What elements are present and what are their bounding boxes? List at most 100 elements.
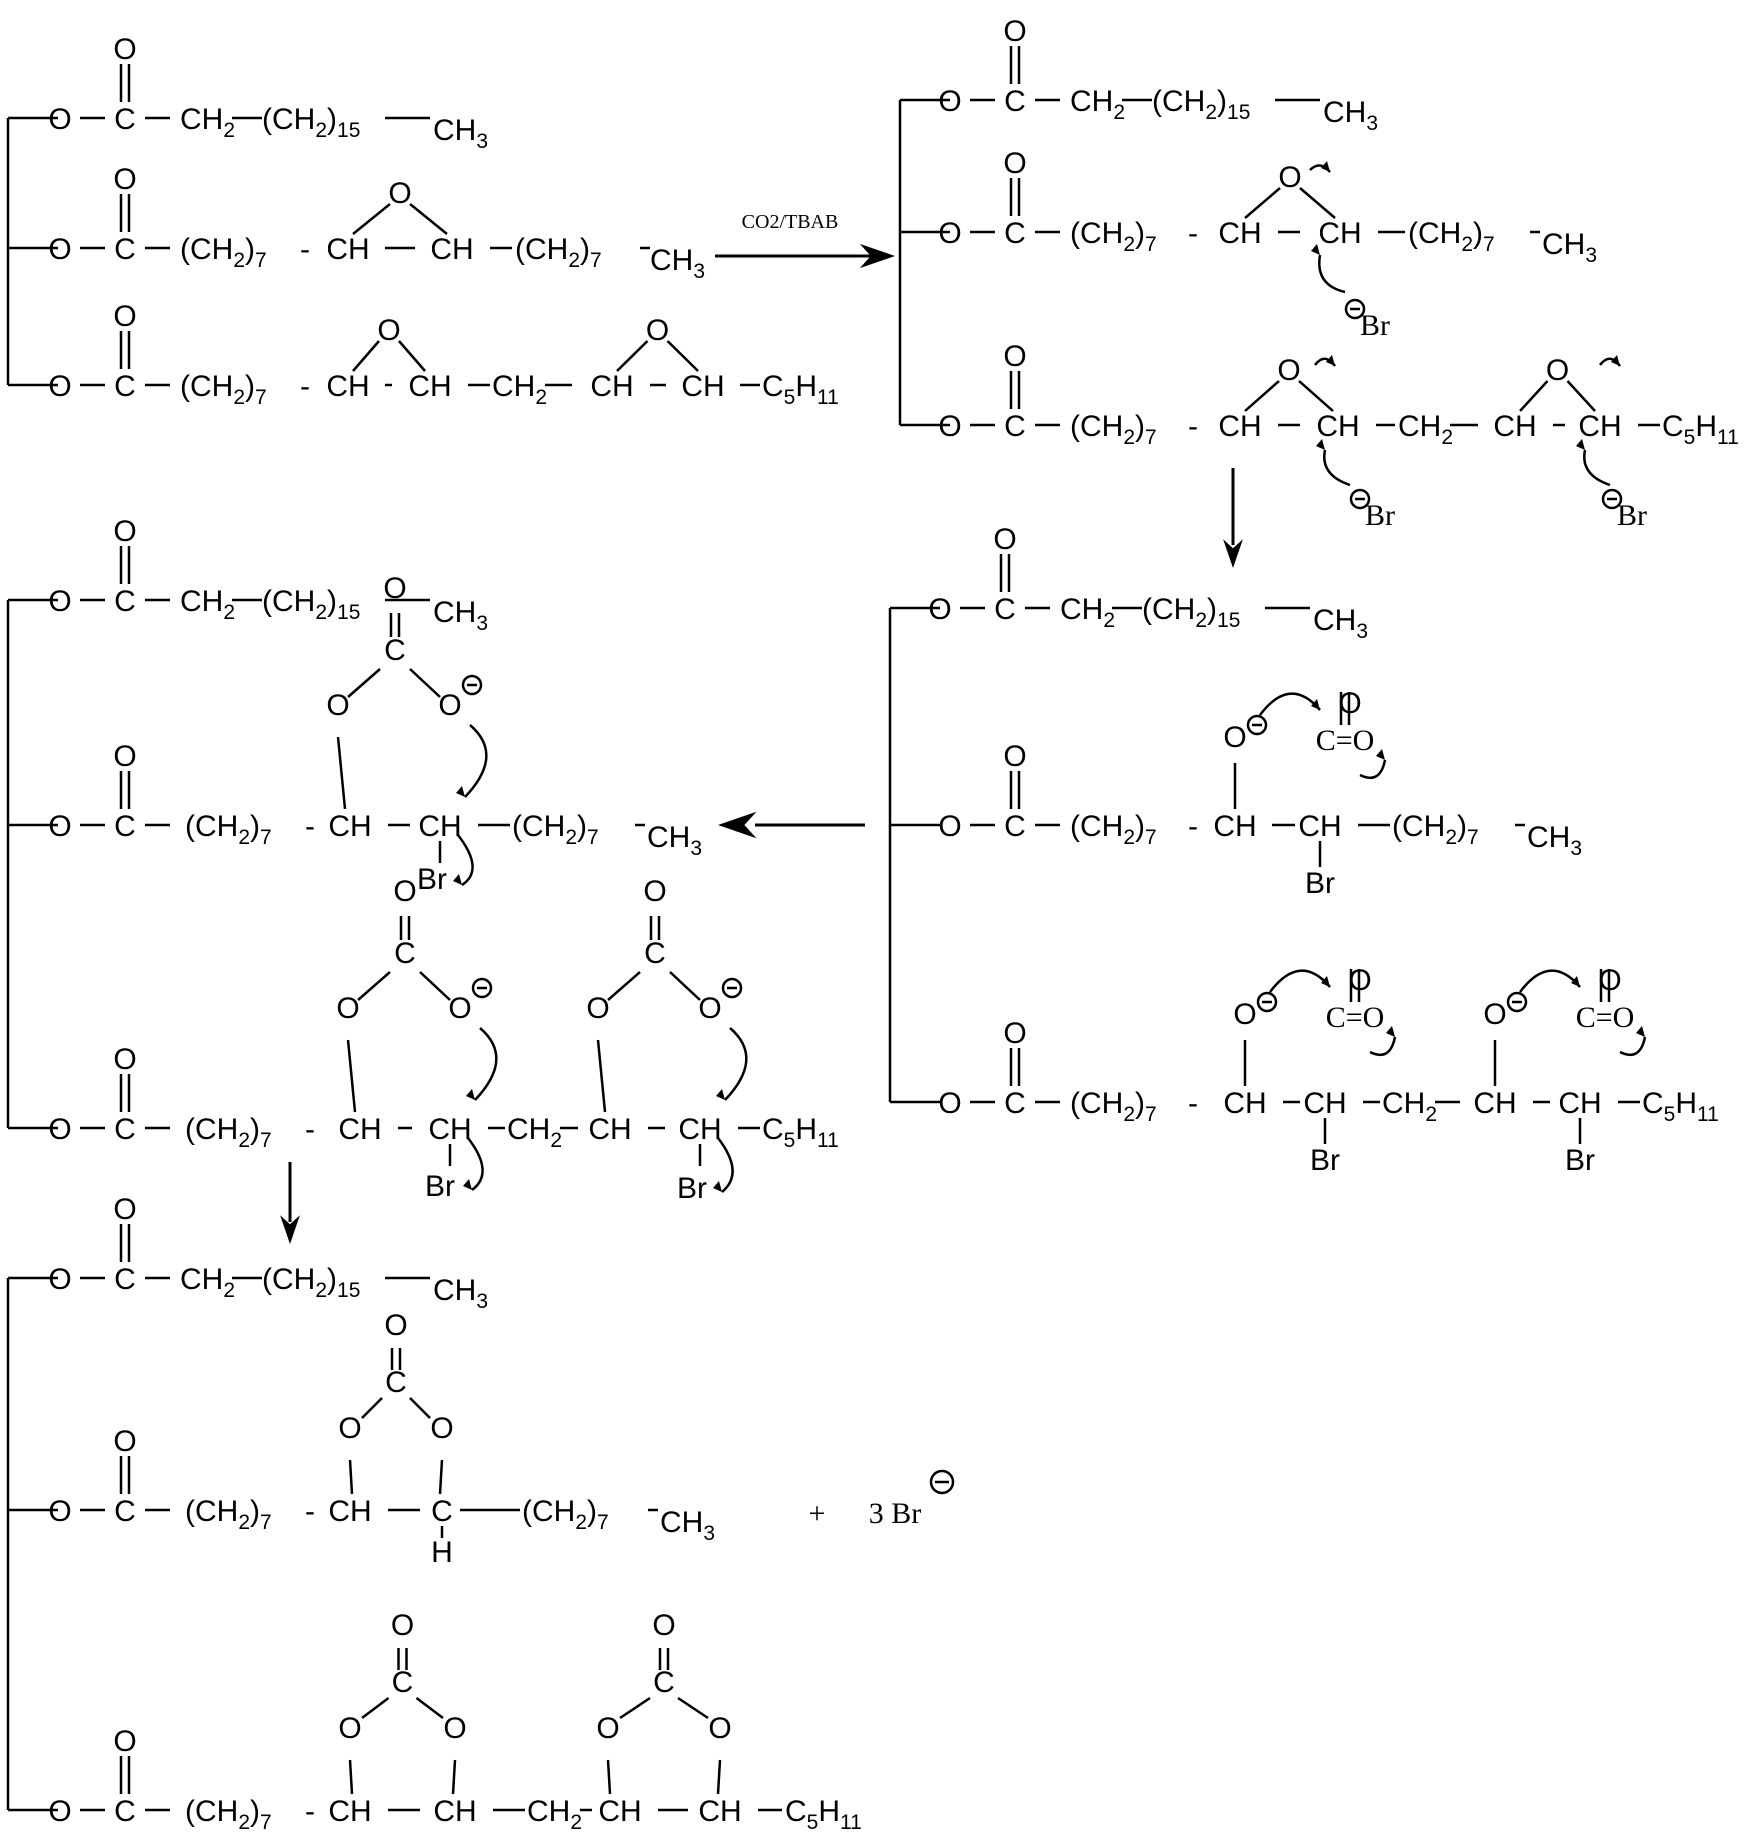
methylene-group: CH2 [1060, 593, 1115, 632]
carbonyl-carbon: C [114, 1795, 136, 1828]
methylene-chain: (CH2)7 [512, 810, 599, 849]
ester-oxygen: O [48, 1495, 71, 1528]
epoxide-bond [409, 203, 448, 235]
curved-arrow-head [716, 1089, 725, 1100]
hydrogen: H [431, 1536, 453, 1569]
bond [716, 1759, 722, 1795]
leaving-group-arrow [467, 1137, 484, 1192]
bond-dash: - [1188, 810, 1198, 843]
epoxide-carbon: CH [1578, 410, 1621, 443]
carbonyl-carbon: C [114, 1113, 136, 1146]
carbonyl-oxygen: O [993, 523, 1016, 556]
ring-oxygen: O [708, 1712, 731, 1745]
carbonate-carbon: C [385, 1366, 407, 1399]
bond-dash: - [300, 233, 310, 266]
bromide-anion: Br [1360, 309, 1390, 342]
epoxide-carbon: CH [1218, 410, 1261, 443]
electron-shift-arrow [1619, 1036, 1647, 1057]
methylene-chain: (CH2)7 [522, 1495, 609, 1534]
pentyl-group: C5H11 [1662, 410, 1739, 449]
epoxide-carbon: CH [326, 370, 369, 403]
curved-arrow-head [1311, 244, 1320, 255]
methylene-chain: (CH2)7 [1408, 217, 1495, 256]
nucleophilic-attack-arrow [1583, 449, 1611, 487]
carbonate-oxygen: O [336, 992, 359, 1025]
epoxide-bond [1566, 380, 1596, 412]
methylene-group: CH2 [180, 103, 235, 142]
ester-oxygen: O [48, 1113, 71, 1146]
epoxide-carbon: CH [1316, 410, 1359, 443]
curved-arrow-head [1321, 161, 1330, 172]
epoxide-bond [352, 340, 380, 372]
curved-arrow-head [1321, 976, 1330, 987]
bond-dash: - [1188, 410, 1198, 443]
bond [409, 1397, 431, 1419]
bond-dash: - [1188, 1087, 1198, 1120]
ring-closure-arrow [724, 1027, 748, 1101]
bond [357, 971, 391, 1001]
plus-sign: + [809, 1497, 826, 1530]
ring-carbon: CH [328, 1495, 371, 1528]
bond [419, 971, 451, 1001]
epoxide-carbon: CH [326, 233, 369, 266]
carboxylation-arrow [1259, 692, 1321, 716]
carbonate-carbon: C [644, 937, 666, 970]
curved-arrow-head [1571, 976, 1580, 987]
epoxide-bond [1244, 380, 1280, 412]
bromine-substituent: Br [1310, 1144, 1340, 1177]
arrow-head [280, 1215, 300, 1244]
negative-charge-icon [461, 674, 483, 696]
bond [438, 1459, 444, 1495]
curved-arrow-head [453, 874, 462, 885]
negative-charge-icon [1601, 488, 1623, 510]
methyl-group: CH3 [433, 1274, 488, 1313]
methyl-group: CH3 [1323, 96, 1378, 135]
carbonate-oxygen: O [326, 689, 349, 722]
bond [409, 668, 441, 698]
bond [606, 1759, 612, 1795]
bromine-substituent: Br [1305, 867, 1335, 900]
ester-oxygen: O [938, 217, 961, 250]
pentyl-group: C5H11 [785, 1795, 862, 1834]
bond [619, 1696, 651, 1720]
bromo-carbon: CH [1298, 810, 1341, 843]
carbonyl-oxygen: O [1003, 740, 1026, 773]
negative-charge-icon [471, 977, 493, 999]
methylene-group: CH2 [507, 1113, 562, 1152]
ring-oxygen: O [338, 1712, 361, 1745]
negative-charge-icon [1256, 991, 1278, 1013]
epoxide-bond [1299, 187, 1336, 219]
methylene-chain: (CH2)7 [185, 810, 272, 849]
electron-shift-arrow [1359, 759, 1387, 780]
epoxide-carbon: CH [1493, 410, 1536, 443]
bromide-anion: Br [1617, 499, 1647, 532]
alkoxide-carbon: CH [1223, 1087, 1266, 1120]
ester-oxygen: O [48, 103, 71, 136]
ring-closure-arrow [474, 1027, 498, 1101]
carbonyl-carbon: C [994, 593, 1016, 626]
ring-carbon: CH [588, 1113, 631, 1146]
bond-dash: - [300, 370, 310, 403]
curved-arrow-head [713, 1181, 722, 1192]
carboxylation-arrow [1519, 969, 1581, 993]
alkoxide-oxygen: O [438, 689, 461, 722]
alkoxide-oxygen: O [448, 992, 471, 1025]
epoxide-carbon: CH [590, 370, 633, 403]
carboxylation-arrow [1269, 969, 1331, 993]
methylene-chain: (CH2)7 [180, 370, 267, 409]
curved-arrow-head [456, 786, 465, 797]
ring-carbon: CH [598, 1795, 641, 1828]
methyl-group: CH3 [433, 596, 488, 635]
curved-arrow-head [463, 1179, 472, 1190]
methylene-chain-15: (CH2)15 [1152, 85, 1250, 124]
nucleophilic-attack-arrow [1323, 449, 1351, 487]
bond [348, 1459, 354, 1495]
ester-oxygen: O [928, 593, 951, 626]
carbon-dioxide: C=O [1326, 1001, 1385, 1034]
carbonyl-carbon: C [1004, 410, 1026, 443]
ring-oxygen: O [443, 1712, 466, 1745]
carbonyl-oxygen: O [113, 1193, 136, 1226]
carbonyl-oxygen: O [113, 300, 136, 333]
ring-carbon: CH [698, 1795, 741, 1828]
carbonate-carbon: C [394, 937, 416, 970]
